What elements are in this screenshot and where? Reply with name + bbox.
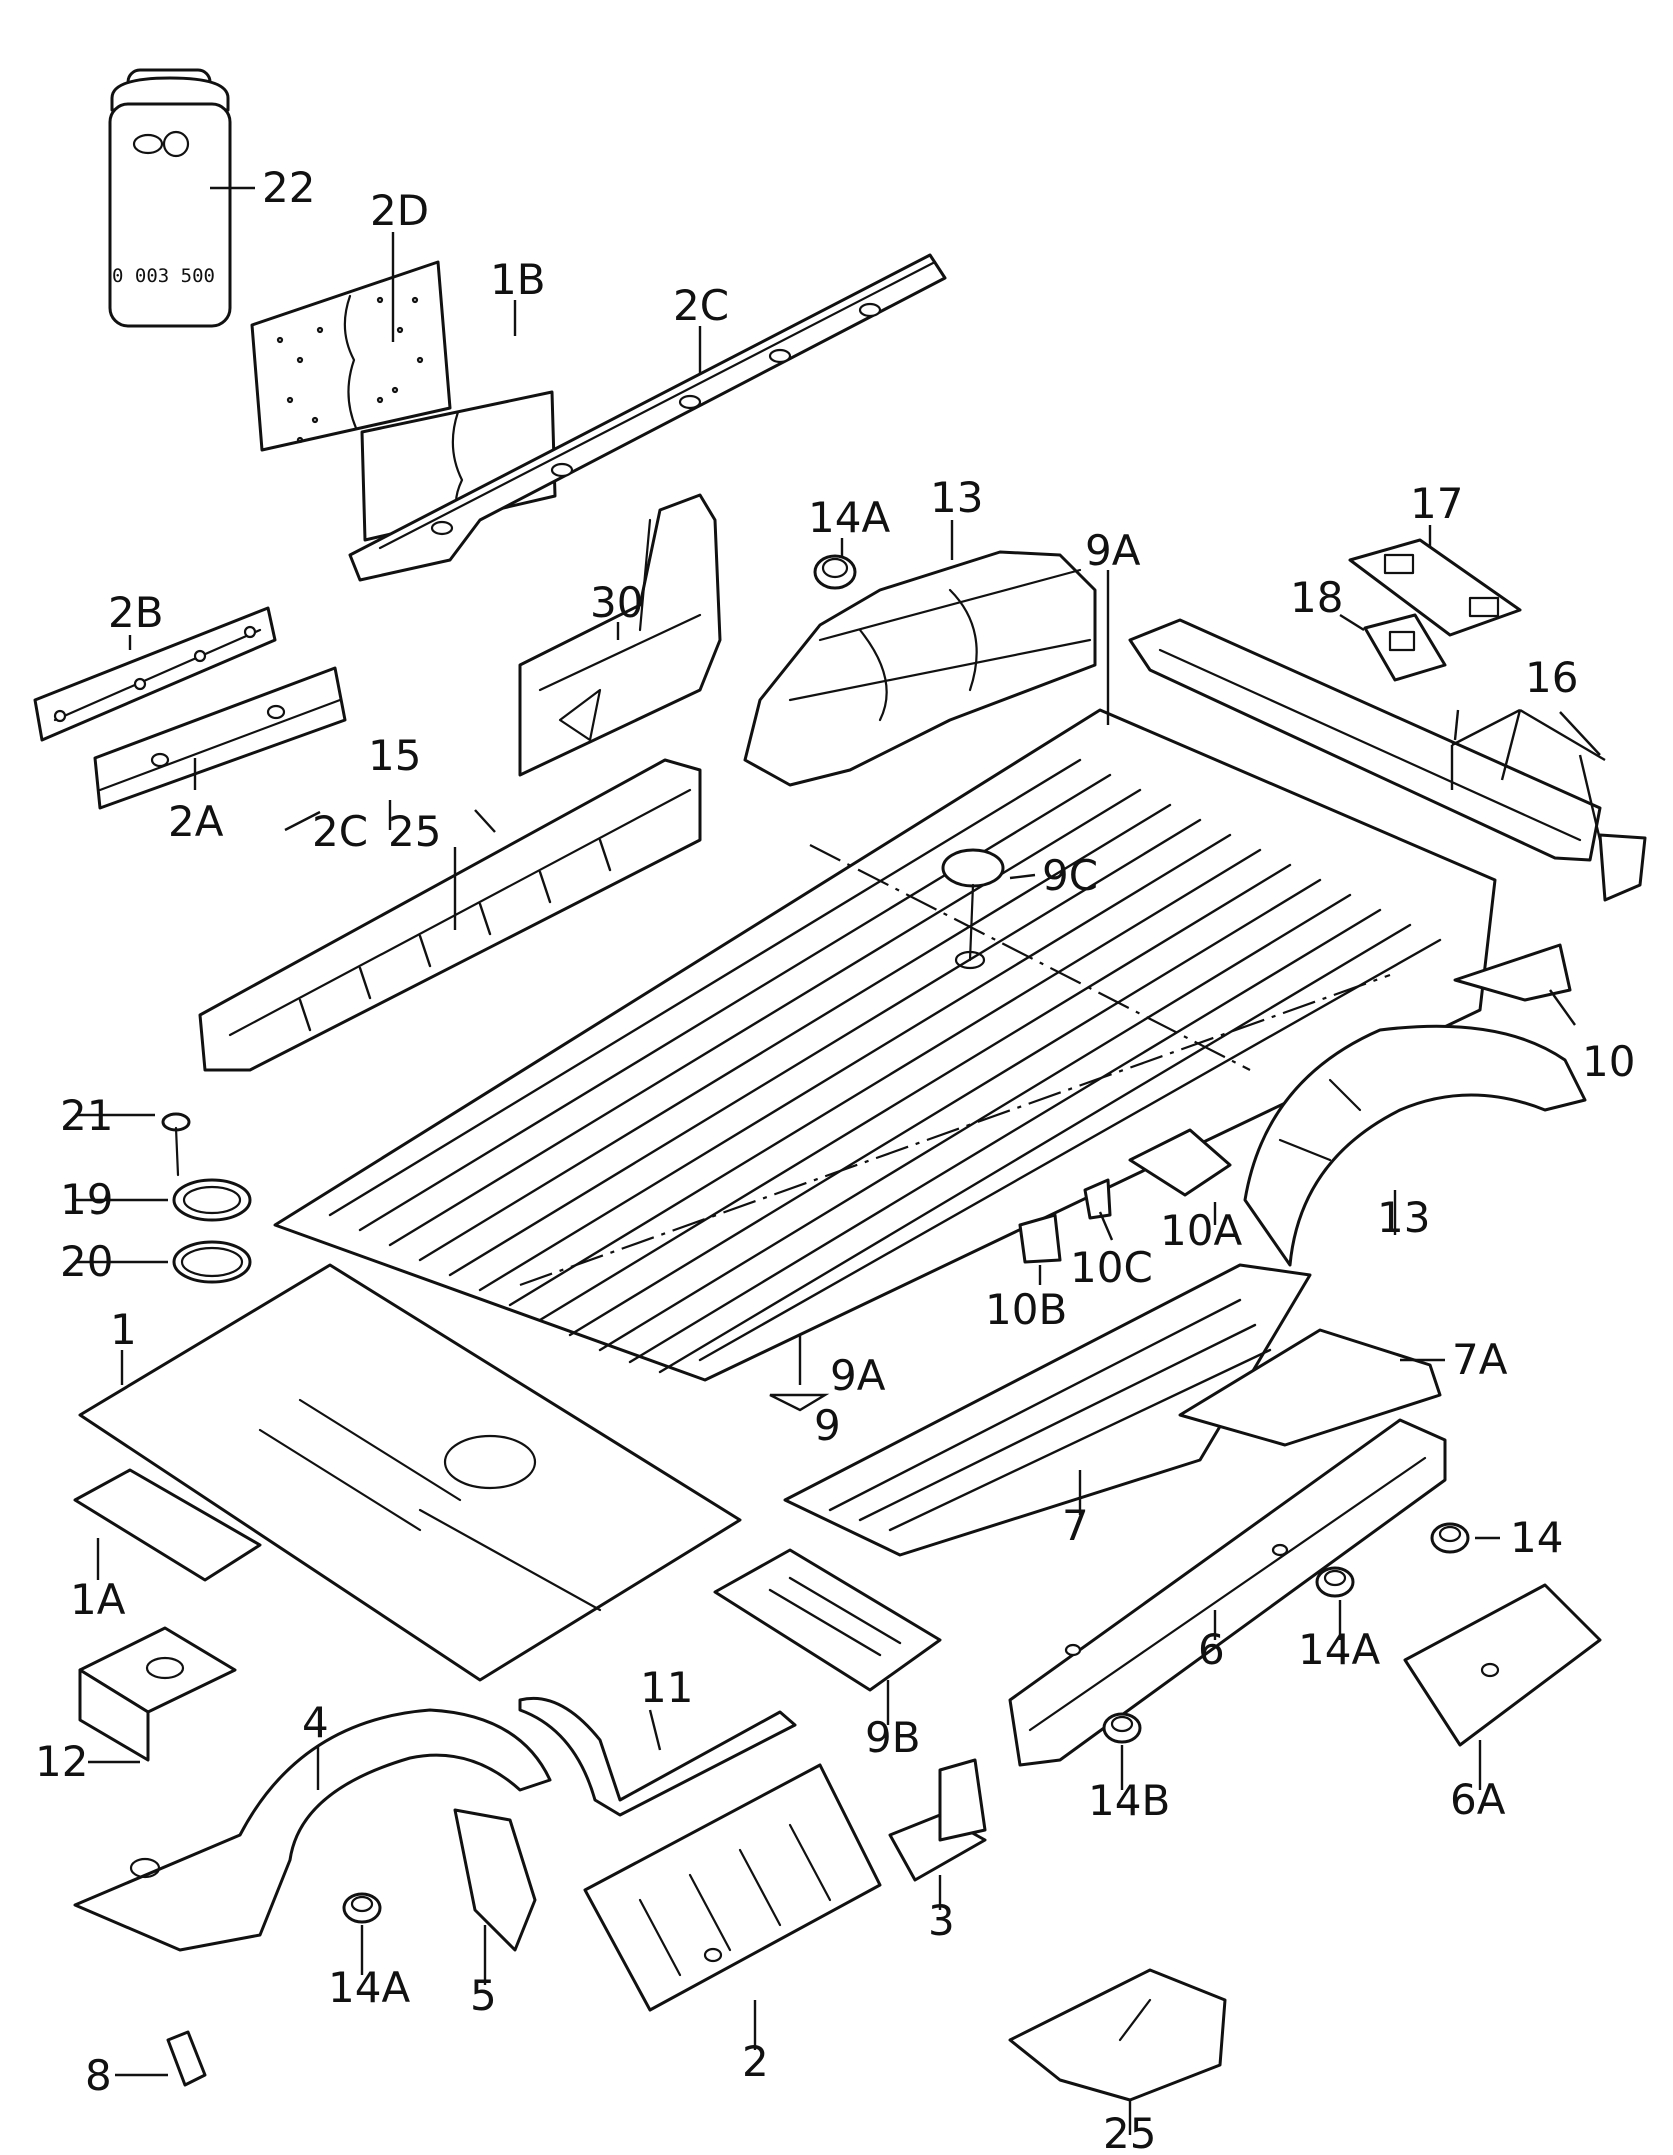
label-1A: 1A (70, 1575, 126, 1624)
label-9B: 9B (865, 1713, 921, 1762)
label-2A: 2A (168, 797, 224, 846)
label-13-top: 13 (930, 473, 983, 522)
part-13-wheelhouse-top (743, 550, 1097, 787)
label-14B: 14B (1088, 1776, 1170, 1825)
label-8: 8 (85, 2051, 112, 2100)
part-2C-member (348, 253, 947, 582)
can-part-number: 0 003 500 (112, 265, 215, 287)
label-11: 11 (640, 1663, 693, 1712)
label-1: 1 (110, 1305, 137, 1354)
part-14A-grommet-top (813, 554, 857, 590)
label-10B: 10B (985, 1285, 1067, 1334)
part-1-front-floor (78, 1263, 742, 1682)
label-9A-top: 9A (1085, 526, 1141, 575)
label-9A-bottom: 9A (830, 1351, 886, 1400)
label-2D: 2D (370, 186, 429, 235)
label-2C: 2C (673, 281, 729, 330)
part-9-floor-panel (273, 708, 1497, 1382)
label-14A-top: 14A (808, 493, 890, 542)
label-19: 19 (60, 1175, 113, 1224)
part-18-clip (1363, 613, 1447, 682)
label-1B: 1B (490, 255, 546, 304)
part-14A-grommet-mid (1315, 1566, 1355, 1598)
part-6A-bracket (1403, 1583, 1602, 1747)
part-19-seal (172, 1178, 252, 1222)
label-9: 9 (814, 1401, 841, 1450)
part-2-crossmember (583, 1763, 882, 2012)
part-10C-clip (1083, 1178, 1112, 1220)
part-2A-rail (93, 666, 347, 810)
label-7A: 7A (1452, 1335, 1508, 1384)
part-1A-bracket (73, 1468, 262, 1582)
label-10C: 10C (1070, 1243, 1153, 1292)
label-16: 16 (1525, 653, 1578, 702)
label-12: 12 (35, 1737, 88, 1786)
part-13-wheelhouse-right (1243, 1024, 1587, 1267)
part-5-plate (453, 1808, 537, 1952)
part-9C-plug (941, 848, 1005, 970)
part-3-bracket (888, 1758, 987, 1882)
label-25-top: 25 (388, 807, 441, 856)
label-22: 22 (262, 163, 315, 212)
callout-labels: 22 2D 1B 2C 14A 13 9A 17 18 16 2B 2A 30 … (35, 163, 1635, 2155)
label-21: 21 (60, 1091, 113, 1140)
part-4-front-wheelhouse (73, 1708, 552, 1952)
part-25-bracket (1008, 1968, 1227, 2102)
part-10A-bracket (1128, 1128, 1232, 1197)
part-10B-clip (1018, 1213, 1062, 1264)
label-2C-b: 2C (312, 807, 368, 856)
part-6-side-member (1008, 1418, 1447, 1767)
label-15: 15 (368, 731, 421, 780)
label-20: 20 (60, 1237, 113, 1286)
part-11-arch (518, 1696, 797, 1817)
part-7A-plate (1178, 1328, 1442, 1447)
part-8-clip (166, 2030, 207, 2087)
part-14B-grommet (1102, 1712, 1142, 1744)
label-14: 14 (1510, 1513, 1563, 1562)
part-9B-panel (713, 1548, 942, 1692)
label-5: 5 (470, 1971, 497, 2020)
label-6A: 6A (1450, 1775, 1506, 1824)
part-30-pillar (518, 493, 722, 777)
label-10: 10 (1582, 1037, 1635, 1086)
part-2B-rail (33, 606, 277, 742)
label-3: 3 (928, 1896, 955, 1945)
label-9C: 9C (1042, 851, 1098, 900)
label-14A-mid: 14A (1298, 1625, 1380, 1674)
label-2B: 2B (108, 588, 164, 637)
part-16-crossmember (1128, 618, 1647, 902)
part-2D-pad (250, 260, 452, 452)
label-18: 18 (1290, 573, 1343, 622)
label-7: 7 (1062, 1501, 1089, 1550)
label-14A-bottom: 14A (328, 1963, 410, 2012)
part-14A-grommet-bottom (342, 1892, 382, 1924)
label-17: 17 (1410, 479, 1463, 528)
label-25-bottom: 25 (1103, 2109, 1156, 2155)
part-12-bracket (78, 1626, 237, 1762)
part-10-bracket (1453, 943, 1572, 1002)
part-17-clip (1348, 538, 1522, 637)
part-22-spray-can: 0 003 500 (108, 68, 232, 328)
part-14-grommet (1430, 1522, 1470, 1554)
part-20-ring (172, 1240, 252, 1284)
label-13-right: 13 (1377, 1193, 1430, 1242)
label-6: 6 (1198, 1625, 1225, 1674)
leader-lines (75, 186, 1606, 2135)
part-15-sill (198, 758, 702, 1072)
label-30: 30 (590, 578, 643, 627)
label-2: 2 (742, 2037, 769, 2086)
part-21-screw (161, 1112, 191, 1177)
label-4: 4 (302, 1698, 329, 1747)
part-7-plate (783, 1263, 1312, 1557)
label-10A: 10A (1160, 1206, 1242, 1255)
